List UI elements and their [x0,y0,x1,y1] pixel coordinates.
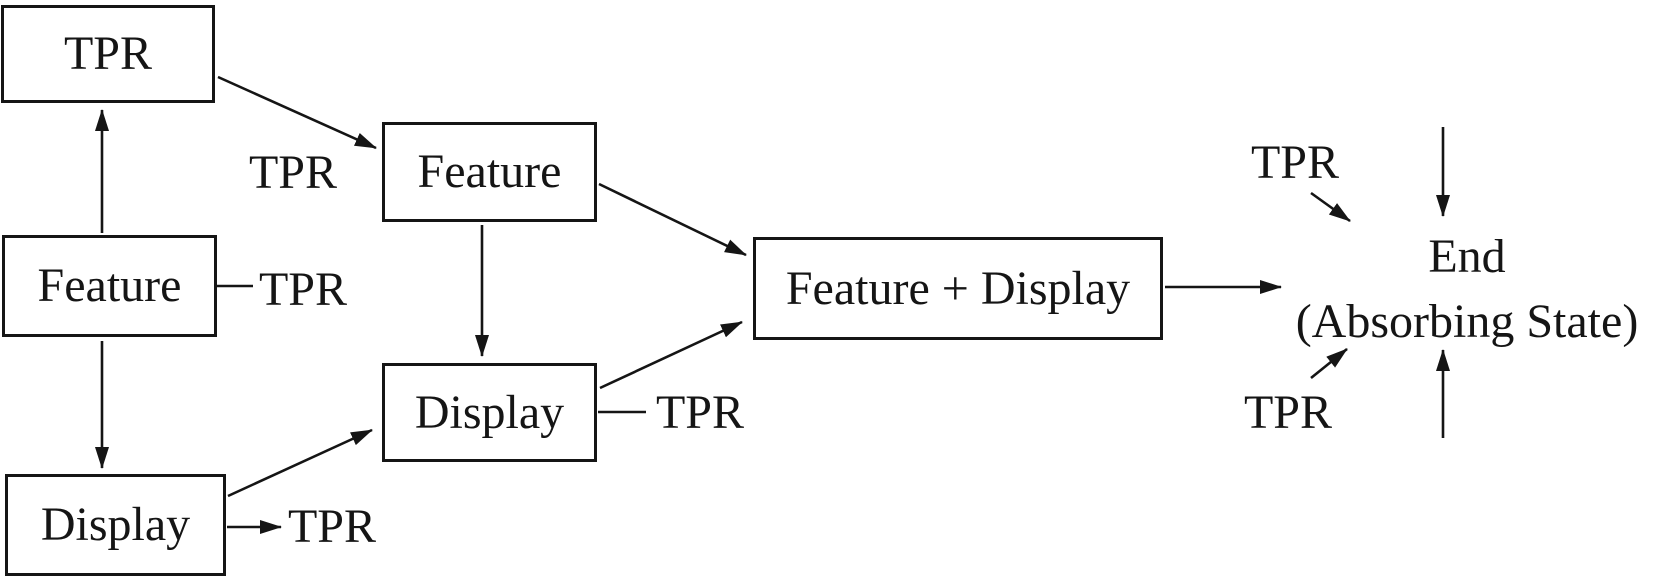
state-box-feature-mid: Feature [382,122,597,222]
edge-label-tpr-end-bottom: TPR [1243,386,1333,439]
arrow-tpr-top-to-end [1310,191,1351,223]
state-box-display-mid-label: Display [414,385,565,439]
arrow-tpr-bottom-to-end [1310,347,1348,380]
arrow-display-mid-to-feature-display [599,320,743,390]
state-box-display-left-label: Display [40,498,191,551]
edge-label-tpr-off-display-left: TPR [287,500,377,553]
end-state-subtitle: (Absorbing State) [1295,295,1639,349]
state-box-tpr-start: TPR [1,5,215,103]
arrow-tpr-start-to-feature-mid [217,75,377,150]
state-box-feature-left-label: Feature [37,259,182,312]
arrow-display-left-to-display-mid [227,428,373,498]
arrow-feature-mid-to-feature-display [598,182,747,257]
state-box-display-mid: Display [382,363,597,462]
state-box-display-left: Display [5,474,226,576]
edge-label-tpr-on-tpr-to-feature: TPR [248,146,338,199]
state-box-feature-display: Feature + Display [753,237,1163,340]
state-box-feature-mid-label: Feature [417,145,562,198]
state-box-tpr-start-label: TPR [63,27,153,80]
end-state-label: End (Absorbing State) [1280,224,1653,355]
edge-label-tpr-off-display-mid: TPR [655,386,745,439]
edge-label-tpr-end-top: TPR [1250,136,1340,189]
state-box-feature-left: Feature [2,235,217,337]
end-state-title: End [1428,230,1506,283]
edge-label-tpr-off-feature-left: TPR [258,263,348,316]
state-box-feature-display-label: Feature + Display [785,261,1131,315]
